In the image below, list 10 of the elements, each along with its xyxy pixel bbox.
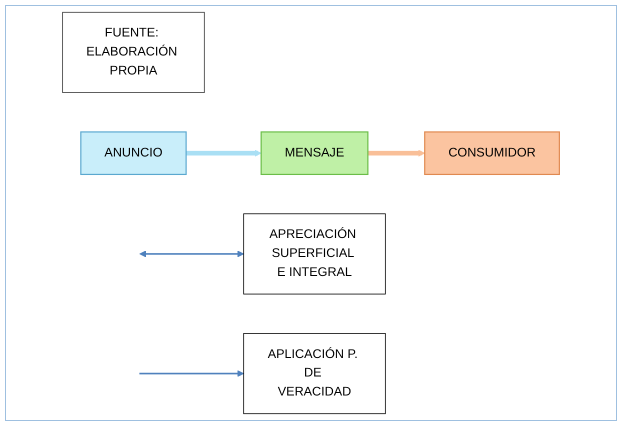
arrow	[139, 370, 244, 378]
node-box: FUENTE: ELABORACIÓN PROPIA	[62, 12, 205, 93]
node-box: APRECIACIÓN SUPERFICIAL E INTEGRAL	[243, 213, 386, 294]
arrow	[139, 250, 244, 258]
node-box: APLICACIÓN P. DE VERACIDAD	[243, 333, 386, 414]
node-box: MENSAJE	[260, 131, 368, 176]
arrow	[368, 150, 426, 157]
node-box: ANUNCIO	[80, 131, 187, 176]
node-box: CONSUMIDOR	[424, 131, 560, 176]
arrow	[186, 150, 262, 157]
